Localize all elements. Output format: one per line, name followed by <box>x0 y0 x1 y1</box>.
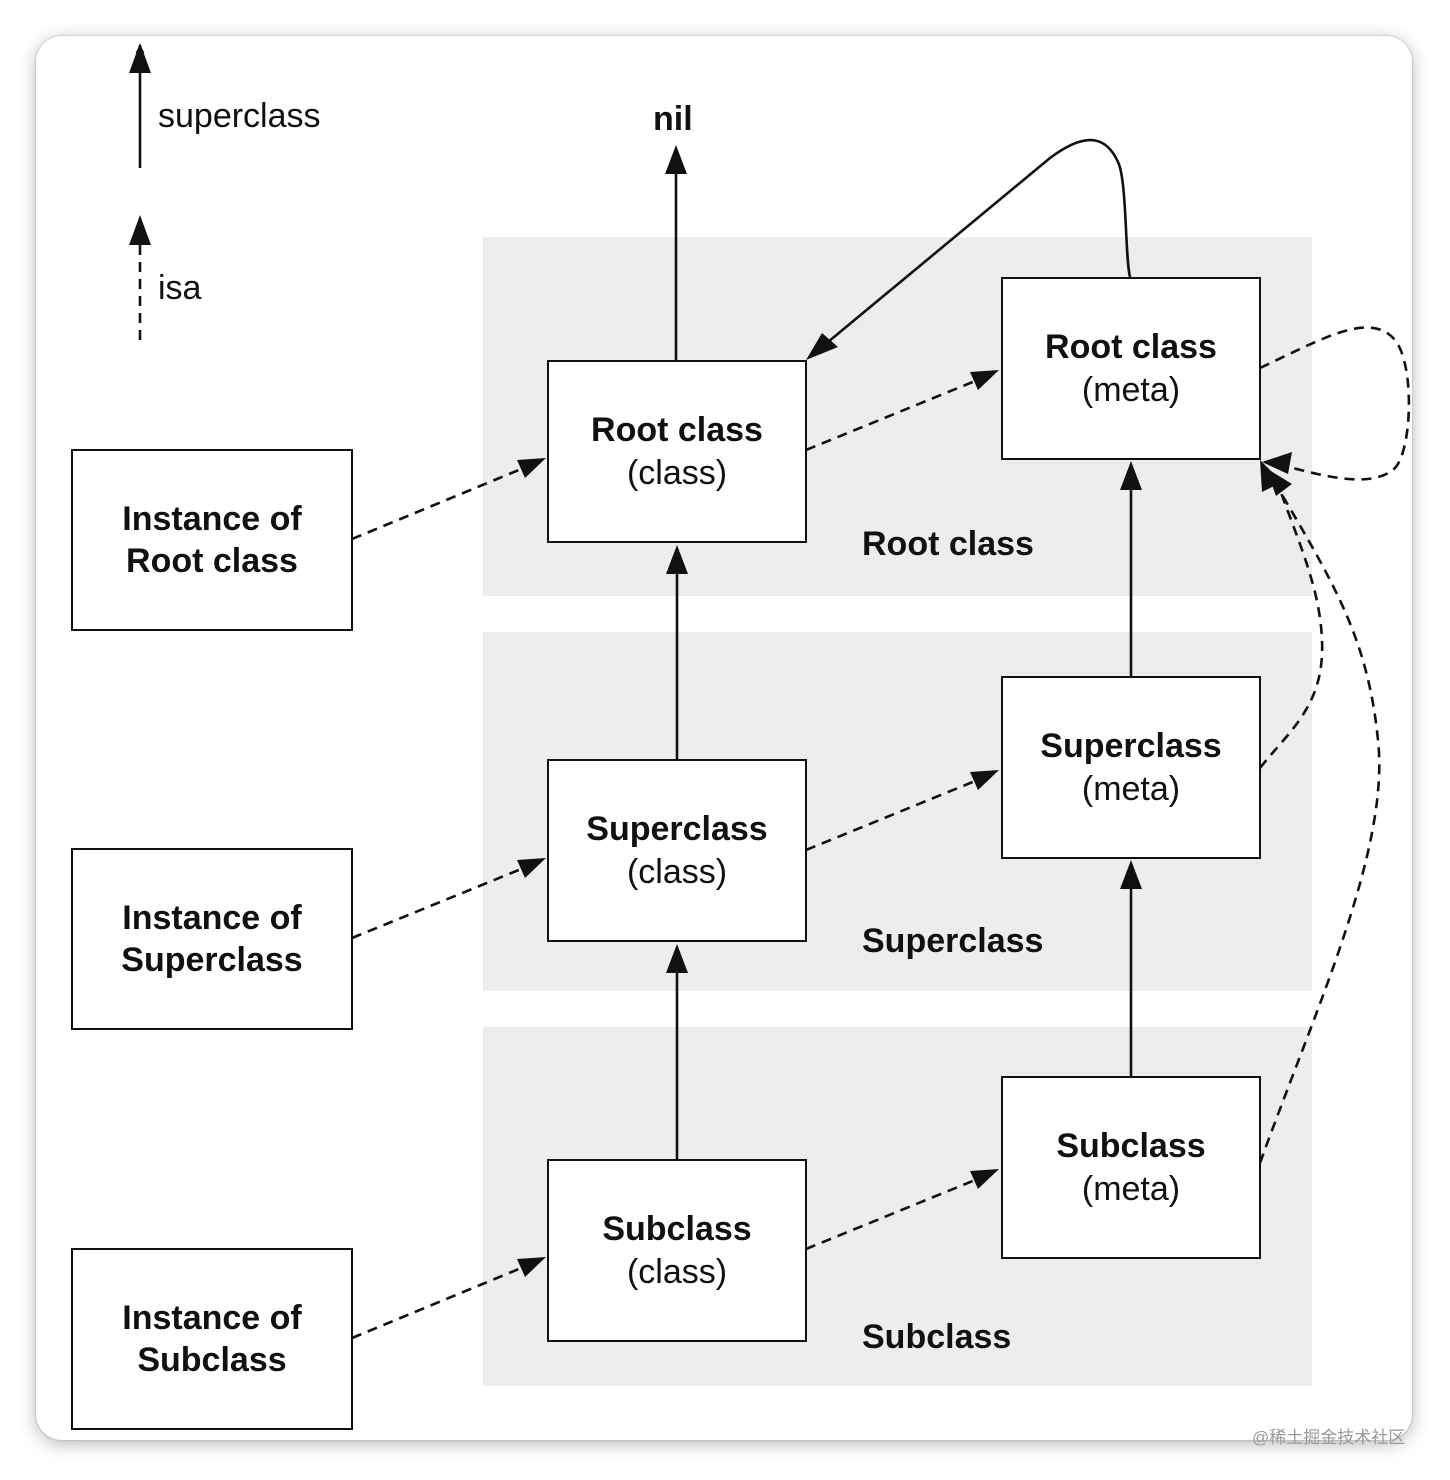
superclass-class-title: Superclass <box>586 809 768 848</box>
isa-sub-class-to-sub-meta <box>805 1176 981 1251</box>
isa-sub-instance-to-sub-class <box>351 1264 527 1340</box>
legend-isa-label: isa <box>158 269 202 307</box>
band-label-root-class: Root class <box>862 525 1034 563</box>
legend-superclass-label: superclass <box>158 97 321 135</box>
isa-sub-meta-to-root-meta <box>1258 487 1381 1164</box>
root-class-class-subtitle: (class) <box>626 453 728 492</box>
superclass-class-subtitle: (class) <box>626 852 728 891</box>
arrowhead-isa-1 <box>517 458 546 478</box>
arrowhead-isa-5 <box>970 770 999 790</box>
isa-super-instance-to-super-class <box>351 865 527 940</box>
subclass-meta-box: Subclass (meta) <box>1001 1076 1261 1259</box>
subclass-meta-title: Subclass <box>1056 1126 1206 1165</box>
root-class-class-box: Root class (class) <box>547 360 807 543</box>
arrowhead-isa-6 <box>970 1169 999 1189</box>
arrowhead-root-meta-bottom <box>1120 461 1142 490</box>
instance-of-superclass-box: Instance of Superclass <box>71 848 353 1030</box>
isa-super-meta-to-root-meta <box>1258 489 1324 769</box>
arrowhead-isa-3 <box>517 1257 546 1277</box>
arrowhead-root-meta-loop <box>1262 452 1292 474</box>
arrowhead-superclass-class-top <box>666 944 688 973</box>
instance-of-subclass-box: Instance of Subclass <box>71 1248 353 1430</box>
root-class-meta-box: Root class (meta) <box>1001 277 1261 460</box>
root-class-meta-title: Root class <box>1045 327 1217 366</box>
arrowhead-isa-4 <box>970 370 999 390</box>
watermark: @稀土掘金技术社区 <box>1252 1428 1406 1447</box>
root-class-class-title: Root class <box>591 410 763 449</box>
instance-root-line2: Root class <box>126 542 298 580</box>
legend-isa-arrowhead <box>129 215 151 245</box>
arrowhead-root-class-corner <box>806 333 838 360</box>
subclass-class-subtitle: (class) <box>626 1252 728 1291</box>
nil-label: nil <box>653 100 693 138</box>
instance-superclass-line1: Instance of <box>122 899 302 937</box>
subclass-class-title: Subclass <box>602 1209 752 1248</box>
instance-subclass-line1: Instance of <box>122 1299 302 1337</box>
subclass-meta-subtitle: (meta) <box>1081 1169 1181 1208</box>
root-class-meta-subtitle: (meta) <box>1081 370 1181 409</box>
superclass-meta-title: Superclass <box>1040 726 1222 765</box>
superclass-meta-subtitle: (meta) <box>1081 769 1181 808</box>
instance-subclass-line2: Subclass <box>137 1341 287 1379</box>
subclass-class-box: Subclass (class) <box>547 1159 807 1342</box>
isa-root-meta-self-loop <box>1259 326 1411 481</box>
instance-root-line1: Instance of <box>122 500 302 538</box>
band-label-subclass: Subclass <box>862 1318 1012 1356</box>
isa-super-class-to-super-meta <box>805 777 981 852</box>
arrowhead-nil <box>665 145 687 174</box>
band-label-superclass: Superclass <box>862 922 1044 960</box>
superclass-meta-box: Superclass (meta) <box>1001 676 1261 859</box>
arrowhead-superclass-meta-bottom <box>1120 860 1142 889</box>
isa-root-class-to-root-meta <box>805 377 981 452</box>
isa-root-instance-to-root-class <box>351 465 527 541</box>
arrowhead-isa-2 <box>517 858 546 878</box>
superclass-class-box: Superclass (class) <box>547 759 807 942</box>
arrowhead-root-class-top <box>666 545 688 574</box>
arrow-root-meta-to-root-class <box>827 138 1132 344</box>
instance-superclass-line2: Superclass <box>121 941 303 979</box>
arrowhead-root-meta-from-sub <box>1260 460 1282 492</box>
instance-of-root-class-box: Instance of Root class <box>71 449 353 631</box>
legend-superclass-arrowhead <box>129 43 151 73</box>
